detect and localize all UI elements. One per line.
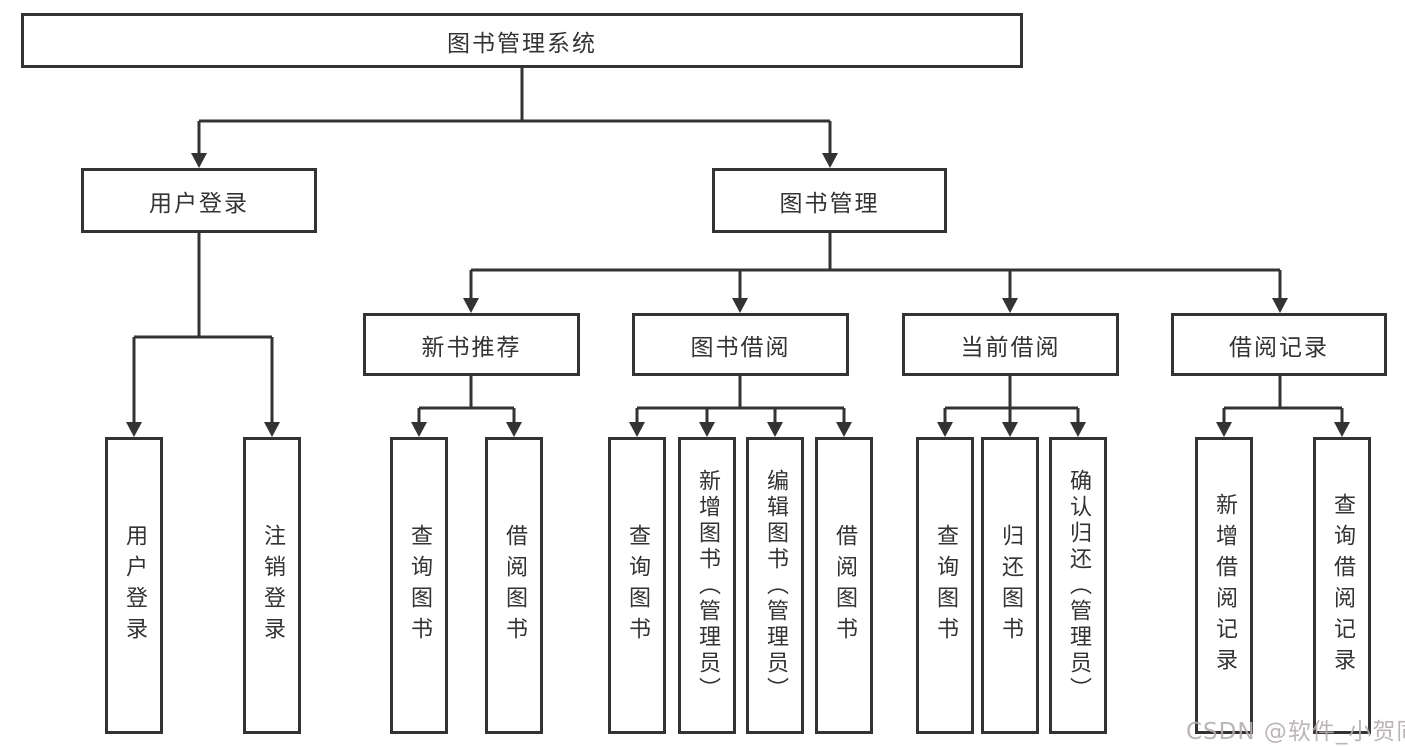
node-book-borrowing: 图书借阅	[632, 313, 849, 376]
leaf-query-books-borrow: 查询图书	[608, 437, 666, 734]
leaf-query-borrow-record: 查询借阅记录	[1313, 437, 1371, 734]
leaf-borrow-books: 借阅图书	[815, 437, 873, 734]
node-current-borrowing: 当前借阅	[902, 313, 1119, 376]
arrowheads	[126, 153, 1350, 437]
node-book-management: 图书管理	[712, 168, 947, 233]
leaf-add-borrow-record: 新增借阅记录	[1195, 437, 1253, 734]
leaf-query-books-current: 查询图书	[916, 437, 974, 734]
node-user-login: 用户登录	[81, 168, 317, 233]
leaf-return-books: 归还图书	[981, 437, 1039, 734]
leaf-borrow-books-recommend: 借阅图书	[485, 437, 543, 734]
node-system-root: 图书管理系统	[21, 13, 1023, 68]
leaf-query-books-recommend: 查询图书	[390, 437, 448, 734]
leaf-user-login: 用户登录	[105, 437, 163, 734]
node-borrow-records: 借阅记录	[1171, 313, 1387, 376]
node-new-book-recommend: 新书推荐	[363, 313, 580, 376]
leaf-logout: 注销登录	[243, 437, 301, 734]
connector-path	[132, 68, 1344, 423]
leaf-edit-book-admin: 编辑图书（管理员）	[746, 437, 804, 734]
csdn-watermark: CSDN @软件_小贺同学	[1186, 712, 1405, 746]
leaf-add-book-admin: 新增图书（管理员）	[678, 437, 736, 734]
watermark-gray-text: CSDN @软件_小贺同	[1186, 719, 1405, 745]
leaf-confirm-return-admin: 确认归还（管理员）	[1049, 437, 1107, 734]
